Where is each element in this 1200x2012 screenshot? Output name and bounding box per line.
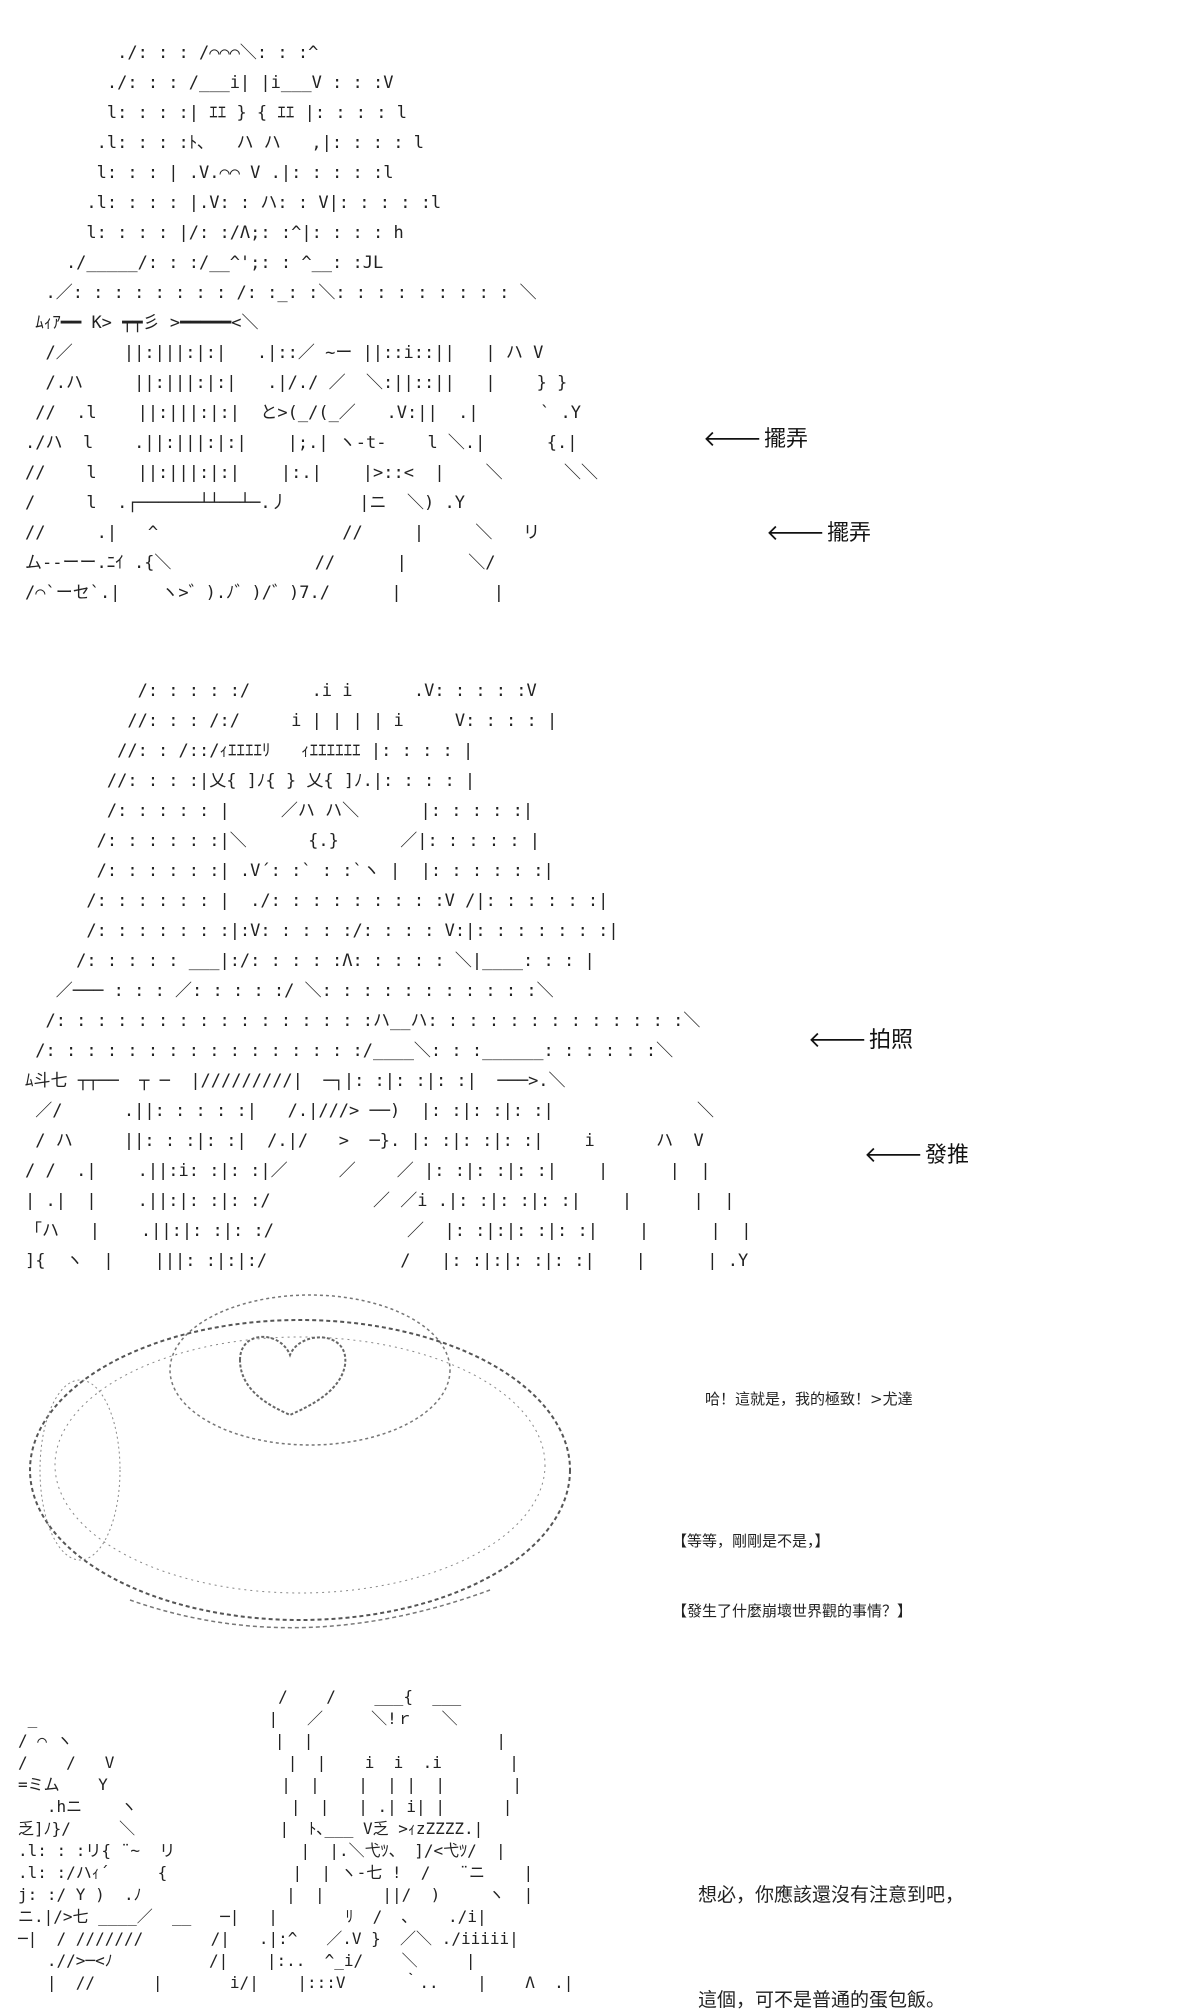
ketchup-heart bbox=[238, 1335, 347, 1417]
left-arrow-icon: 🡐 bbox=[766, 521, 825, 546]
annotation-2: 🡐擺弄 bbox=[766, 515, 871, 547]
annotation-text: 擺弄 bbox=[827, 521, 872, 546]
left-arrow-icon: 🡐 bbox=[864, 1143, 923, 1168]
ascii-art-characters-3-4: / / ___{ ___ _ | ／ ＼!ｒ ＼ / ⌒ ヽ | | | / /… bbox=[18, 1687, 574, 1992]
caption-line: 這個，可不是普通的蛋包飯。 bbox=[698, 1989, 946, 2011]
left-arrow-icon: 🡐 bbox=[703, 427, 762, 452]
caption-line: 【等等，剛剛是不是，】 bbox=[672, 1532, 830, 1550]
annotation-text: 發推 bbox=[925, 1143, 970, 1168]
annotation-1: 🡐擺弄 bbox=[703, 421, 808, 453]
caption-line: 想必，你應該還沒有注意到吧， bbox=[698, 1884, 965, 1906]
panel-4: / / ___{ ___ _ | ／ ＼!ｒ ＼ / ⌒ ヽ | | | / /… bbox=[0, 1680, 1200, 2011]
ascii-art-character-2: /: : : : :/ .i i .V: : : : :V //: : : /:… bbox=[25, 681, 752, 1271]
annotation-4: 🡐發推 bbox=[864, 1137, 969, 1169]
omelette-shape bbox=[169, 1294, 451, 1446]
plate-bottom-shadow bbox=[129, 1589, 491, 1629]
caption-line: 【發生了什麼崩壞世界觀的事情？】 bbox=[672, 1602, 913, 1620]
plate-inner-rim bbox=[54, 1336, 546, 1594]
left-arrow-icon: 🡐 bbox=[808, 1028, 867, 1053]
panel-3: 哈！這就是，我的極致！>尤達 【等等，剛剛是不是，】 【發生了什麼崩壞世界觀的事… bbox=[0, 1270, 1200, 1670]
panel-1: ./: : : /⌒⌒⌒＼: : :^ ./: : : /___i| |i___… bbox=[0, 0, 1200, 650]
panel-2: /: : : : :/ .i i .V: : : : :V //: : : /:… bbox=[0, 660, 1200, 1271]
annotation-text: 擺弄 bbox=[764, 427, 809, 452]
annotation-text: 拍照 bbox=[869, 1028, 914, 1053]
plate-left-curl bbox=[39, 1379, 121, 1561]
plate-outline bbox=[29, 1319, 571, 1621]
omelette-plate-illustration bbox=[29, 1294, 571, 1629]
ascii-art-character-1: ./: : : /⌒⌒⌒＼: : :^ ./: : : /___i| |i___… bbox=[25, 43, 598, 603]
annotation-3: 🡐拍照 bbox=[808, 1022, 913, 1054]
caption-line: 哈！這就是，我的極致！>尤達 bbox=[705, 1390, 913, 1408]
